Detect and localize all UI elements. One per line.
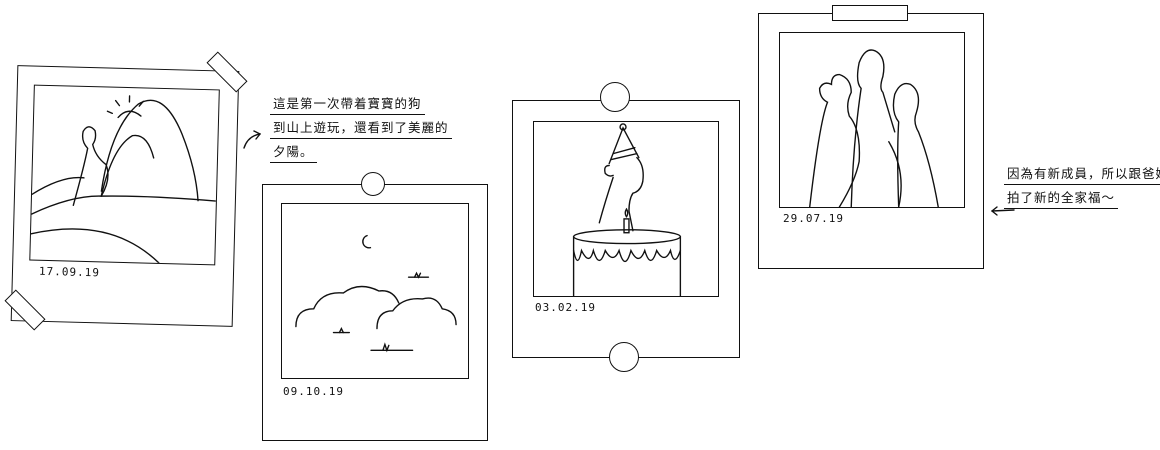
curved-arrow-icon bbox=[243, 130, 262, 149]
birthday-cake-illustration bbox=[572, 123, 682, 296]
note-1-line-1: 這是第一次帶着寶寶的狗 bbox=[270, 94, 425, 115]
photo-2-date: 09.10.19 bbox=[283, 385, 344, 398]
polaroid-photo-4: 29.07.19 bbox=[758, 13, 984, 269]
night-clouds-illustration bbox=[295, 234, 457, 353]
polaroid-photo-2: 09.10.19 bbox=[262, 184, 488, 441]
pin-photo-3-bottom bbox=[609, 342, 639, 372]
polaroid-photo-1: 17.09.19 bbox=[10, 65, 240, 327]
note-1-line-2: 到山上遊玩，還看到了美麗的 bbox=[270, 118, 452, 139]
note-2: 因為有新成員，所以跟爸媽 拍了新的全家福～ bbox=[1004, 164, 1160, 212]
photo-3-image bbox=[533, 121, 719, 297]
pin-photo-2 bbox=[361, 172, 385, 196]
note-1: 這是第一次帶着寶寶的狗 到山上遊玩，還看到了美麗的 夕陽。 bbox=[270, 94, 452, 166]
note-2-line-2: 拍了新的全家福～ bbox=[1004, 188, 1119, 209]
photo-1-date: 17.09.19 bbox=[38, 264, 101, 280]
polaroid-photo-3: 03.02.19 bbox=[512, 100, 740, 358]
tape-top-center bbox=[832, 5, 908, 21]
pin-photo-3-top bbox=[600, 82, 630, 112]
note-2-line-1: 因為有新成員，所以跟爸媽 bbox=[1004, 164, 1160, 185]
left-arrow-icon bbox=[990, 206, 1015, 216]
mountain-sunset-illustration bbox=[30, 95, 217, 264]
note-1-line-3: 夕陽。 bbox=[270, 142, 317, 163]
photo-1-image bbox=[29, 84, 220, 266]
photo-4-date: 29.07.19 bbox=[783, 212, 844, 225]
family-portrait-illustration bbox=[809, 49, 939, 207]
photo-4-image bbox=[779, 32, 965, 208]
photo-2-image bbox=[281, 203, 469, 379]
photo-3-date: 03.02.19 bbox=[535, 301, 596, 314]
